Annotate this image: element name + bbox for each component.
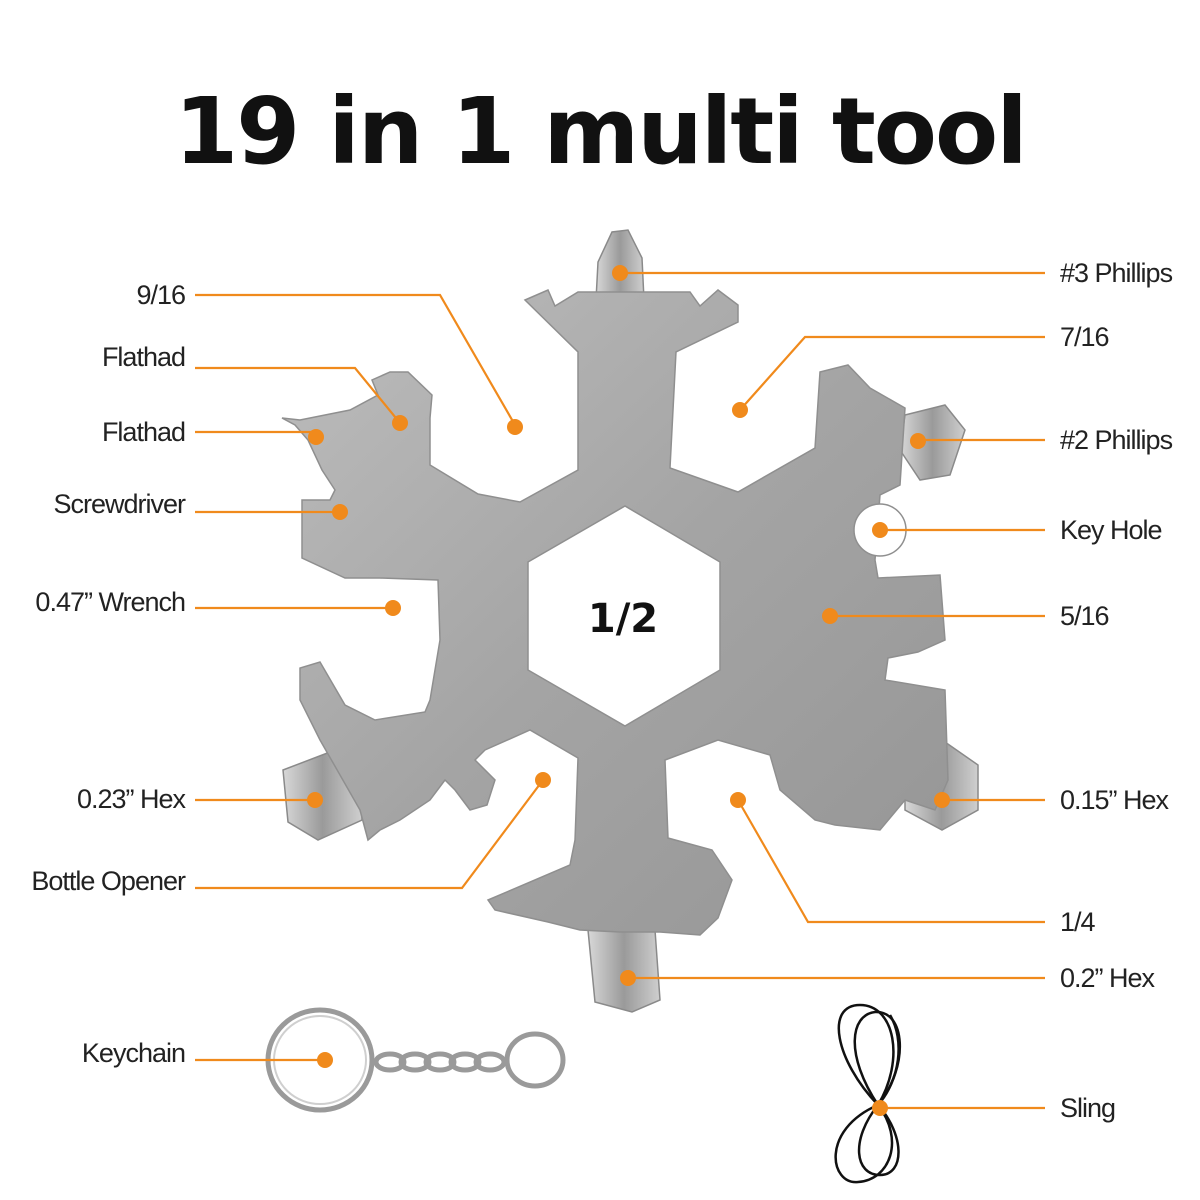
label-bottle: Bottle Opener bbox=[31, 866, 186, 896]
dot-phillips3 bbox=[612, 265, 628, 281]
callout-lines bbox=[195, 271, 1045, 1110]
dot-keyhole bbox=[872, 522, 888, 538]
label-seven16: 7/16 bbox=[1060, 322, 1109, 352]
phillips2-bit bbox=[899, 404, 966, 481]
center-size-label: 1/2 bbox=[588, 596, 658, 642]
label-hex02: 0.2” Hex bbox=[1060, 963, 1156, 993]
dot-bottle bbox=[535, 772, 551, 788]
label-keyhole: Key Hole bbox=[1060, 515, 1162, 545]
label-phillips3: #3 Phillips bbox=[1060, 258, 1173, 288]
dot-phillips2 bbox=[910, 433, 926, 449]
sling-image bbox=[834, 1003, 901, 1184]
label-sling: Sling bbox=[1060, 1093, 1115, 1123]
dot-screwdriver bbox=[332, 504, 348, 520]
dot-keychain bbox=[317, 1052, 333, 1068]
label-flathead2: Flathad bbox=[102, 417, 185, 447]
label-hex023: 0.23” Hex bbox=[77, 784, 187, 814]
label-wrench047: 0.47” Wrench bbox=[35, 587, 185, 617]
label-five16: 5/16 bbox=[1060, 601, 1109, 631]
dot-five16 bbox=[822, 608, 838, 624]
callout-dots bbox=[307, 265, 950, 1116]
dot-seven16 bbox=[732, 402, 748, 418]
dot-wrench047 bbox=[385, 600, 401, 616]
label-hex015: 0.15” Hex bbox=[1060, 785, 1170, 815]
dot-hex015 bbox=[934, 792, 950, 808]
label-phillips2: #2 Phillips bbox=[1060, 425, 1173, 455]
label-quarter: 1/4 bbox=[1060, 907, 1096, 937]
dot-sling bbox=[872, 1100, 888, 1116]
dot-quarter bbox=[730, 792, 746, 808]
label-flathead1: Flathad bbox=[102, 342, 185, 372]
label-keychain: Keychain bbox=[82, 1038, 185, 1068]
hex02-bit bbox=[587, 929, 661, 1013]
dot-flathead1 bbox=[392, 415, 408, 431]
dot-flathead2 bbox=[308, 429, 324, 445]
label-nine16: 9/16 bbox=[136, 280, 185, 310]
dot-nine16 bbox=[507, 419, 523, 435]
label-screwdriver: Screwdriver bbox=[53, 489, 186, 519]
page-title: 19 in 1 multi tool bbox=[174, 78, 1028, 185]
dot-hex023 bbox=[307, 792, 323, 808]
dot-hex02 bbox=[620, 970, 636, 986]
